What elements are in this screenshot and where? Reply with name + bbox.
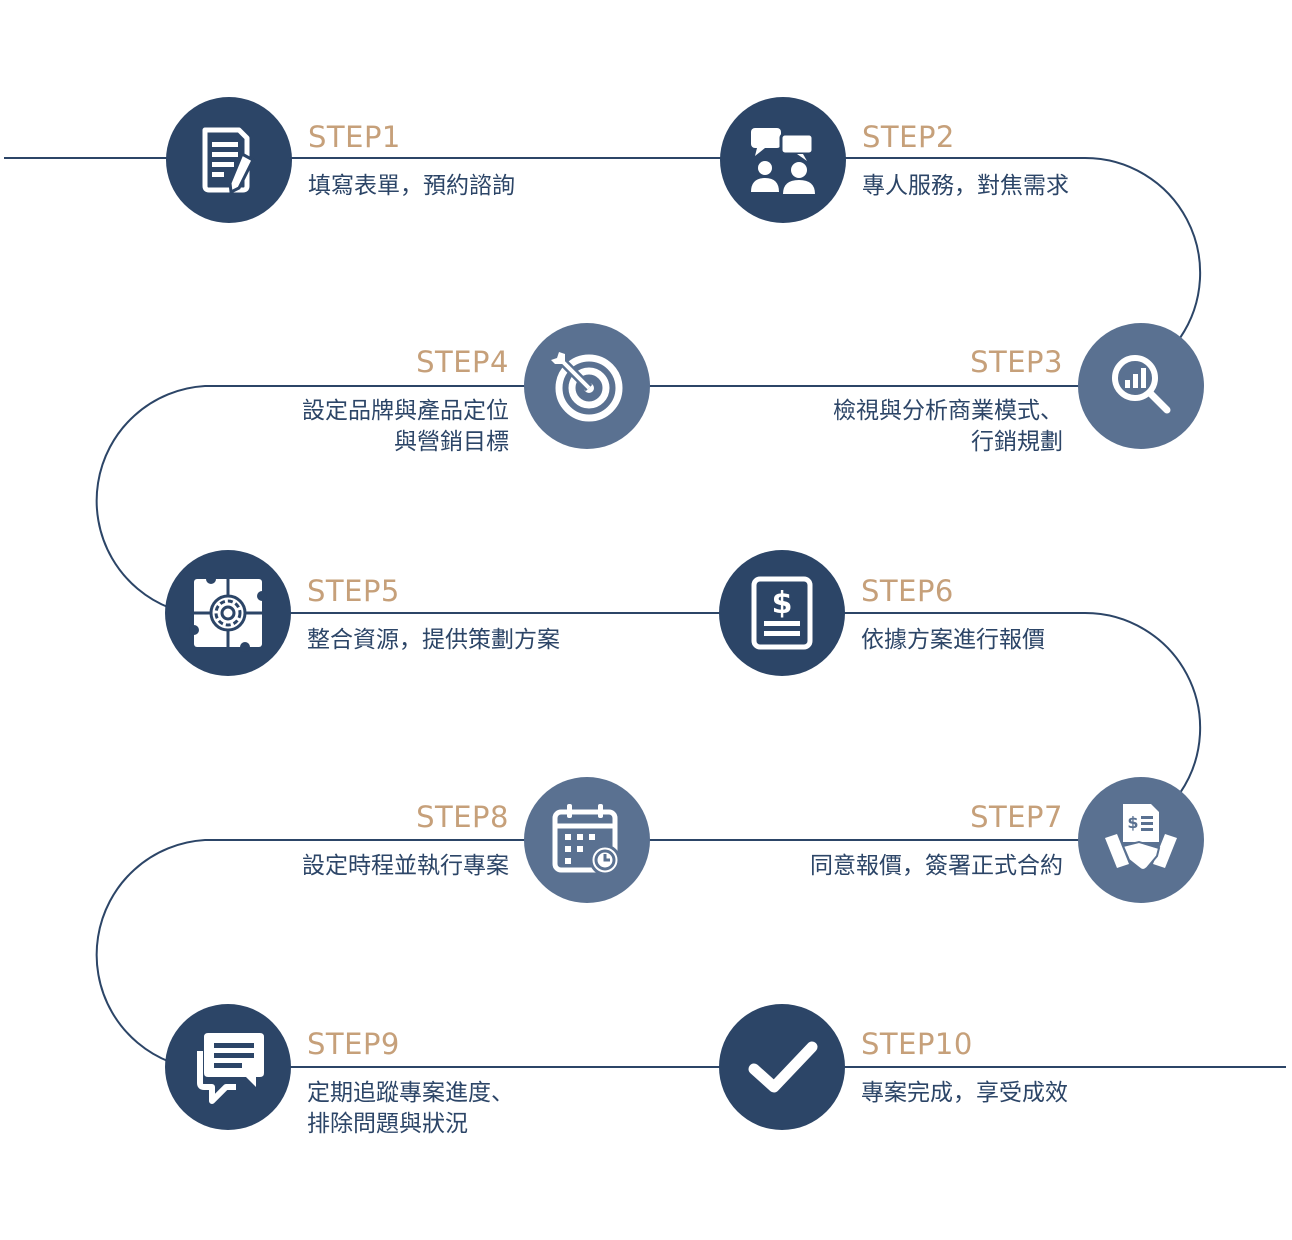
check-icon	[748, 1041, 818, 1093]
step-8-icon-circle	[524, 777, 650, 903]
step-4-desc: 設定品牌與產品定位 與營銷目標	[302, 398, 509, 455]
step-9-label: STEP9	[307, 1027, 400, 1061]
step-10-label: STEP10	[861, 1027, 973, 1061]
step-4: STEP4 設定品牌與產品定位 與營銷目標	[209, 345, 509, 458]
svg-text:$: $	[1127, 813, 1138, 832]
step-10-desc: 專案完成，享受成效	[861, 1080, 1068, 1106]
step-3-label: STEP3	[970, 345, 1063, 379]
step-6-label: STEP6	[861, 574, 954, 608]
step-2: STEP2 專人服務，對焦需求	[862, 120, 1162, 202]
step-5-icon-circle	[165, 550, 291, 676]
step-5: STEP5 整合資源，提供策劃方案	[307, 574, 607, 656]
step-6-icon-circle: $	[719, 550, 845, 676]
step-1-label: STEP1	[308, 120, 401, 154]
step-6-desc: 依據方案進行報價	[861, 627, 1045, 653]
svg-text:$: $	[772, 586, 793, 621]
step-8-label: STEP8	[416, 800, 509, 834]
step-1-icon-circle	[166, 97, 292, 223]
consultation-icon	[751, 128, 815, 194]
step-1-desc: 填寫表單，預約諮詢	[308, 173, 515, 199]
puzzle-gear-icon	[189, 574, 267, 652]
chat-icon	[197, 1033, 264, 1104]
step-2-icon-circle	[720, 97, 846, 223]
step-9-desc: 定期追蹤專案進度、 排除問題與狀況	[307, 1080, 514, 1137]
step-7-desc: 同意報價，簽署正式合約	[810, 853, 1063, 879]
step-9-icon-circle	[165, 1004, 291, 1130]
step-2-desc: 專人服務，對焦需求	[862, 173, 1069, 199]
calendar-clock-icon	[552, 804, 621, 876]
step-7: STEP7 同意報價，簽署正式合約	[763, 800, 1063, 882]
step-3-desc: 檢視與分析商業模式、 行銷規劃	[833, 398, 1063, 455]
step-2-label: STEP2	[862, 120, 955, 154]
step-5-label: STEP5	[307, 574, 400, 608]
step-7-icon-circle: $	[1078, 777, 1204, 903]
handshake-contract-icon: $	[1105, 804, 1177, 871]
step-4-icon-circle	[524, 323, 650, 449]
quote-document-icon: $	[751, 576, 813, 650]
connector-line	[4, 156, 1286, 1068]
step-6: STEP6 依據方案進行報價	[861, 574, 1161, 656]
form-icon	[202, 127, 255, 195]
step-10-icon-circle	[719, 1004, 845, 1130]
step-8: STEP8 設定時程並執行專案	[209, 800, 509, 882]
step-7-label: STEP7	[970, 800, 1063, 834]
step-3-icon-circle	[1078, 323, 1204, 449]
step-8-desc: 設定時程並執行專案	[302, 853, 509, 879]
step-9: STEP9 定期追蹤專案進度、 排除問題與狀況	[307, 1027, 607, 1140]
step-4-label: STEP4	[416, 345, 509, 379]
step-10: STEP10 專案完成，享受成效	[861, 1027, 1161, 1109]
target-icon	[551, 352, 623, 422]
analysis-icon	[1112, 355, 1171, 414]
step-5-desc: 整合資源，提供策劃方案	[307, 627, 560, 653]
step-1: STEP1 填寫表單，預約諮詢	[308, 120, 608, 202]
step-3: STEP3 檢視與分析商業模式、 行銷規劃	[763, 345, 1063, 458]
